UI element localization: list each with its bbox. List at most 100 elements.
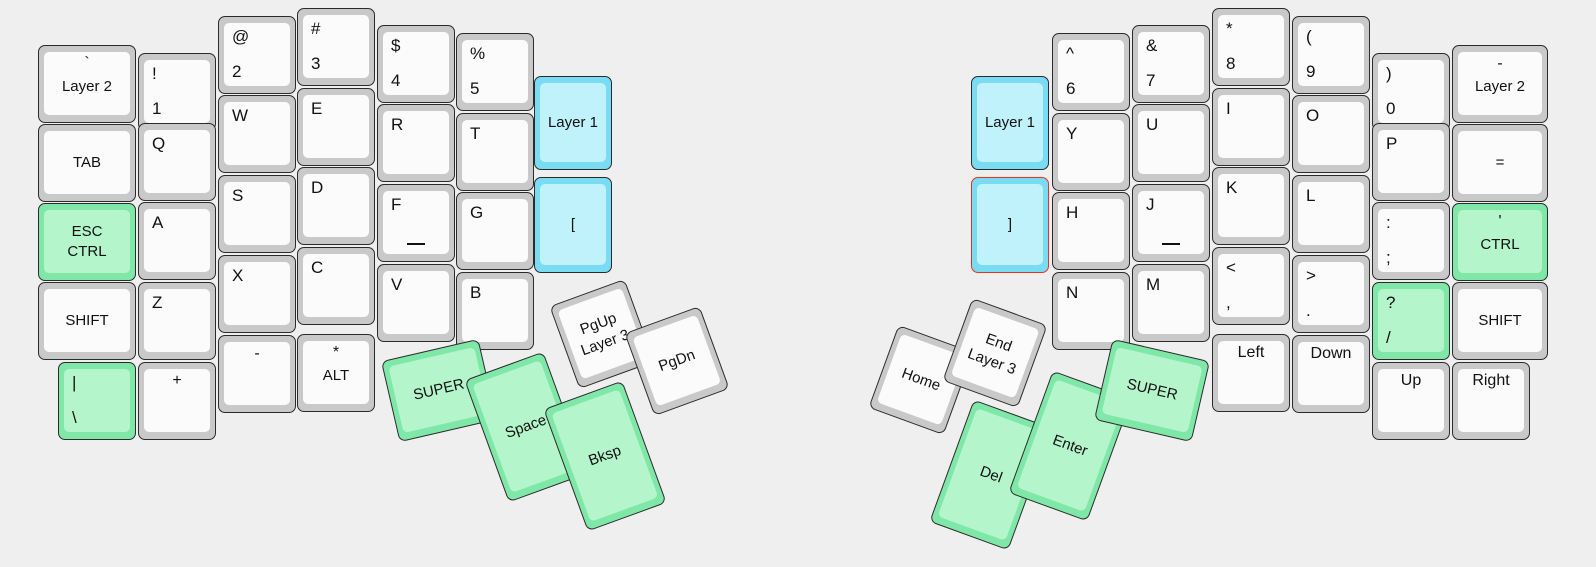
key-1[interactable]: !1 <box>138 53 216 131</box>
key-alt[interactable]: *ALT <box>297 334 375 412</box>
key-legend-center: PgDn <box>656 345 698 375</box>
key-5[interactable]: %5 <box>456 33 534 111</box>
key-z[interactable]: Z <box>138 282 216 360</box>
key-layer1-left[interactable]: Layer 1 <box>534 76 612 170</box>
key-legend-top: Left <box>1237 344 1265 361</box>
keycap: :; <box>1378 209 1444 272</box>
key-legend-stacked: End Layer 3 <box>965 329 1019 379</box>
key-k[interactable]: K <box>1212 167 1290 245</box>
key-legend-bottom-left: \ <box>72 408 77 428</box>
keycap: O <box>1298 102 1364 165</box>
key-a[interactable]: A <box>138 202 216 280</box>
key-bracket-left[interactable]: [ <box>534 177 612 273</box>
keycap: Right <box>1458 369 1524 432</box>
key-equals[interactable]: = <box>1452 124 1548 202</box>
key-legend-center: = <box>1495 153 1505 171</box>
key-legend-bottom-left: 4 <box>391 71 401 91</box>
keycap: Down <box>1298 342 1364 405</box>
key-i[interactable]: I <box>1212 88 1290 166</box>
keycap: SHIFT <box>44 289 130 352</box>
key-legend-bottom-left: 7 <box>1146 71 1156 91</box>
key-minus-left[interactable]: - <box>218 335 296 413</box>
keycap: T <box>462 120 528 183</box>
key-e[interactable]: E <box>297 88 375 166</box>
key-pipe-backslash[interactable]: |\ <box>58 362 136 440</box>
key-c[interactable]: C <box>297 247 375 325</box>
key-legend-center: Layer 2 <box>1474 78 1526 96</box>
key-legend-top-left: ^ <box>1066 44 1074 63</box>
key-shift-right[interactable]: SHIFT <box>1452 282 1548 360</box>
key-b[interactable]: B <box>456 272 534 350</box>
key-quote-ctrl[interactable]: 'CTRL <box>1452 203 1548 281</box>
key-legend-bottom-left: 5 <box>470 79 480 99</box>
key-3[interactable]: #3 <box>297 8 375 86</box>
key-legend-top-left: $ <box>391 36 401 55</box>
keycap: ?/ <box>1378 289 1444 352</box>
key-layer1-right[interactable]: Layer 1 <box>971 76 1049 170</box>
keycap: C <box>303 254 369 317</box>
key-r[interactable]: R <box>377 104 455 182</box>
key-comma[interactable]: <, <box>1212 247 1290 325</box>
key-f[interactable]: F <box>377 184 455 262</box>
key-9[interactable]: (9 <box>1292 16 1370 94</box>
key-x[interactable]: X <box>218 255 296 333</box>
key-m[interactable]: M <box>1132 264 1210 342</box>
keycap: U <box>1138 111 1204 174</box>
key-v[interactable]: V <box>377 264 455 342</box>
key-legend-top-left: O <box>1306 106 1320 125</box>
keycap: E <box>303 95 369 158</box>
key-u[interactable]: U <box>1132 104 1210 182</box>
key-g[interactable]: G <box>456 192 534 270</box>
key-l[interactable]: L <box>1292 175 1370 253</box>
keycap: Q <box>144 130 210 193</box>
key-legend-top-left: H <box>1066 203 1079 222</box>
key-7[interactable]: &7 <box>1132 25 1210 103</box>
keycap: D <box>303 174 369 237</box>
key-t[interactable]: T <box>456 113 534 191</box>
key-2[interactable]: @2 <box>218 16 296 94</box>
keycap: $4 <box>383 32 449 95</box>
key-0[interactable]: )0 <box>1372 53 1450 131</box>
key-legend-top-left: L <box>1306 186 1316 205</box>
key-w[interactable]: W <box>218 95 296 173</box>
key-legend-center: Enter <box>1050 431 1091 460</box>
key-h[interactable]: H <box>1052 192 1130 270</box>
key-shift-left[interactable]: SHIFT <box>38 282 136 360</box>
key-legend-top: Right <box>1472 372 1510 389</box>
keycap: Layer 1 <box>540 83 606 162</box>
key-esc-ctrl[interactable]: ESC CTRL <box>38 203 136 281</box>
key-8[interactable]: *8 <box>1212 8 1290 86</box>
key-d[interactable]: D <box>297 167 375 245</box>
key-period[interactable]: >. <box>1292 255 1370 333</box>
key-bracket-right[interactable]: ] <box>971 177 1049 273</box>
key-legend-top-left: Y <box>1066 124 1078 143</box>
key-slash[interactable]: ?/ <box>1372 282 1450 360</box>
key-4[interactable]: $4 <box>377 25 455 103</box>
key-p[interactable]: P <box>1372 123 1450 201</box>
key-minus-layer2[interactable]: -Layer 2 <box>1452 45 1548 123</box>
key-6[interactable]: ^6 <box>1052 33 1130 111</box>
key-legend-top-left: N <box>1066 283 1079 302</box>
key-down[interactable]: Down <box>1292 335 1370 413</box>
key-grave-layer2[interactable]: `Layer 2 <box>38 45 136 123</box>
key-q[interactable]: Q <box>138 123 216 201</box>
key-o[interactable]: O <box>1292 95 1370 173</box>
key-legend-top: Up <box>1400 372 1422 389</box>
key-j[interactable]: J <box>1132 184 1210 262</box>
key-up[interactable]: Up <box>1372 362 1450 440</box>
key-plus[interactable]: + <box>138 362 216 440</box>
key-legend-top-left: # <box>311 19 321 38</box>
key-tab[interactable]: TAB <box>38 124 136 202</box>
key-legend-top: Down <box>1310 345 1352 362</box>
key-right[interactable]: Right <box>1452 362 1530 440</box>
key-legend-center: [ <box>570 215 576 233</box>
key-s[interactable]: S <box>218 175 296 253</box>
key-left[interactable]: Left <box>1212 334 1290 412</box>
key-n[interactable]: N <box>1052 272 1130 350</box>
key-legend-top-left: T <box>470 124 481 143</box>
key-legend-top-left: A <box>152 213 164 232</box>
key-legend-top-left: < <box>1226 258 1236 277</box>
key-semicolon[interactable]: :; <box>1372 202 1450 280</box>
key-y[interactable]: Y <box>1052 113 1130 191</box>
key-bksp[interactable]: Bksp <box>543 380 667 532</box>
